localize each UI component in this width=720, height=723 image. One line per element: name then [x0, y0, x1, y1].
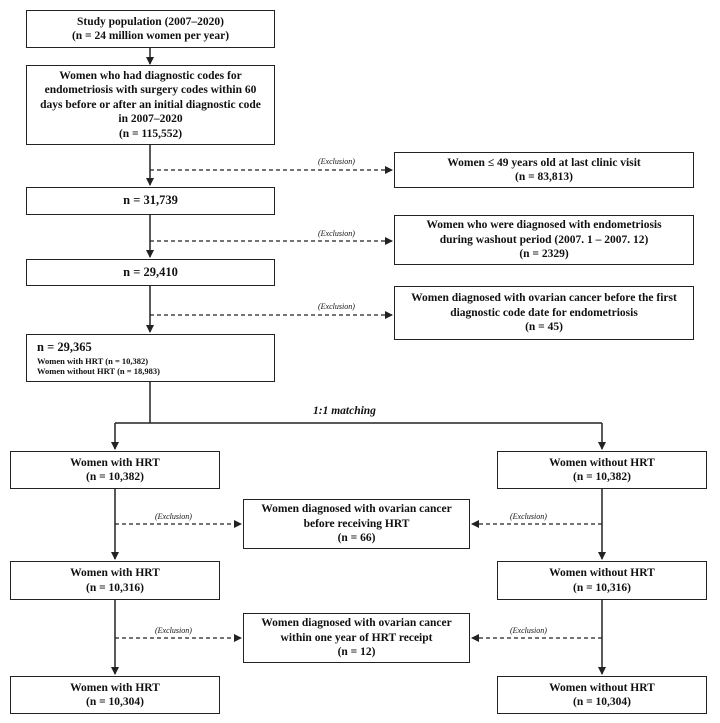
hrt-1-n: (n = 10,382): [86, 471, 144, 483]
excl-within-year-n: (n = 12): [337, 646, 376, 659]
n-29365-value: n = 29,365: [37, 340, 92, 354]
study-population-n: (n = 24 million women per year): [71, 30, 230, 42]
nohrt-3-title: Women without HRT: [549, 681, 655, 694]
diag-line: Women who had diagnostic codes for: [59, 70, 242, 83]
diag-n: (n = 115,552): [118, 127, 183, 140]
excl-washout-n: (n = 2329): [519, 248, 569, 261]
exclusion-label: (Exclusion): [318, 302, 355, 311]
diag-line: in 2007–2020: [118, 113, 183, 126]
box-exclusion-age: Women ≤ 49 years old at last clinic visi…: [394, 152, 694, 188]
nohrt-1-title: Women without HRT: [549, 456, 655, 469]
excl-ovarian-line: Women diagnosed with ovarian cancer befo…: [411, 292, 677, 305]
box-n-29410: n = 29,410: [26, 259, 275, 286]
nohrt-2-title: Women without HRT: [549, 567, 655, 580]
box-study-population: Study population (2007–2020) (n = 24 mil…: [26, 10, 275, 48]
excl-within-year-line: within one year of HRT receipt: [280, 631, 433, 644]
n-29410-value: n = 29,410: [123, 264, 178, 279]
box-n-31739: n = 31,739: [26, 187, 275, 215]
exclusion-label: (Exclusion): [318, 229, 355, 238]
excl-washout-line: during washout period (2007. 1 – 2007. 1…: [439, 233, 649, 246]
box-nohrt-2: Women without HRT (n = 10,316): [497, 561, 707, 600]
diag-line: days before or after an initial diagnost…: [40, 98, 261, 111]
nohrt-2-n: (n = 10,316): [573, 581, 631, 594]
exclusion-label: (Exclusion): [510, 512, 547, 521]
hrt-3-n: (n = 10,304): [86, 696, 144, 708]
exclusion-label: (Exclusion): [155, 512, 192, 521]
box-hrt-1: Women with HRT (n = 10,382): [10, 451, 220, 489]
box-exclusion-before-hrt: Women diagnosed with ovarian cancer befo…: [243, 499, 470, 549]
n-29365-with-hrt: Women with HRT (n = 10,382): [37, 355, 149, 366]
box-exclusion-within-year: Women diagnosed with ovarian cancer with…: [243, 613, 470, 663]
nohrt-1-n: (n = 10,382): [573, 471, 631, 483]
box-nohrt-3: Women without HRT (n = 10,304): [497, 676, 707, 714]
study-population-title: Study population (2007–2020): [77, 15, 224, 28]
excl-age-n: (n = 83,813): [515, 171, 573, 183]
matching-label: 1:1 matching: [313, 405, 376, 417]
hrt-2-title: Women with HRT: [70, 567, 160, 580]
exclusion-label: (Exclusion): [318, 157, 355, 166]
excl-before-hrt-n: (n = 66): [337, 532, 376, 545]
excl-within-year-line: Women diagnosed with ovarian cancer: [261, 617, 452, 630]
excl-ovarian-line: diagnostic code date for endometriosis: [450, 306, 638, 319]
n-29365-without-hrt: Women without HRT (n = 18,983): [37, 365, 160, 376]
hrt-1-title: Women with HRT: [70, 456, 160, 469]
excl-ovarian-n: (n = 45): [525, 321, 563, 334]
box-exclusion-washout: Women who were diagnosed with endometrio…: [394, 215, 694, 265]
excl-before-hrt-line: before receiving HRT: [303, 517, 410, 530]
hrt-3-title: Women with HRT: [70, 681, 160, 694]
n-31739-value: n = 31,739: [123, 193, 178, 208]
exclusion-label: (Exclusion): [155, 626, 192, 635]
box-diagnostic-surgery: Women who had diagnostic codes for endom…: [26, 65, 275, 145]
box-hrt-2: Women with HRT (n = 10,316): [10, 561, 220, 600]
diag-line: endometriosis with surgery codes within …: [44, 84, 257, 97]
excl-before-hrt-line: Women diagnosed with ovarian cancer: [261, 503, 452, 516]
excl-washout-line: Women who were diagnosed with endometrio…: [426, 219, 662, 232]
exclusion-label: (Exclusion): [510, 626, 547, 635]
box-nohrt-1: Women without HRT (n = 10,382): [497, 451, 707, 489]
box-hrt-3: Women with HRT (n = 10,304): [10, 676, 220, 714]
box-exclusion-ovarian-before: Women diagnosed with ovarian cancer befo…: [394, 286, 694, 340]
nohrt-3-n: (n = 10,304): [573, 696, 631, 708]
box-n-29365: n = 29,365 Women with HRT (n = 10,382) W…: [26, 334, 275, 382]
hrt-2-n: (n = 10,316): [86, 581, 144, 594]
excl-age-title: Women ≤ 49 years old at last clinic visi…: [447, 156, 641, 169]
